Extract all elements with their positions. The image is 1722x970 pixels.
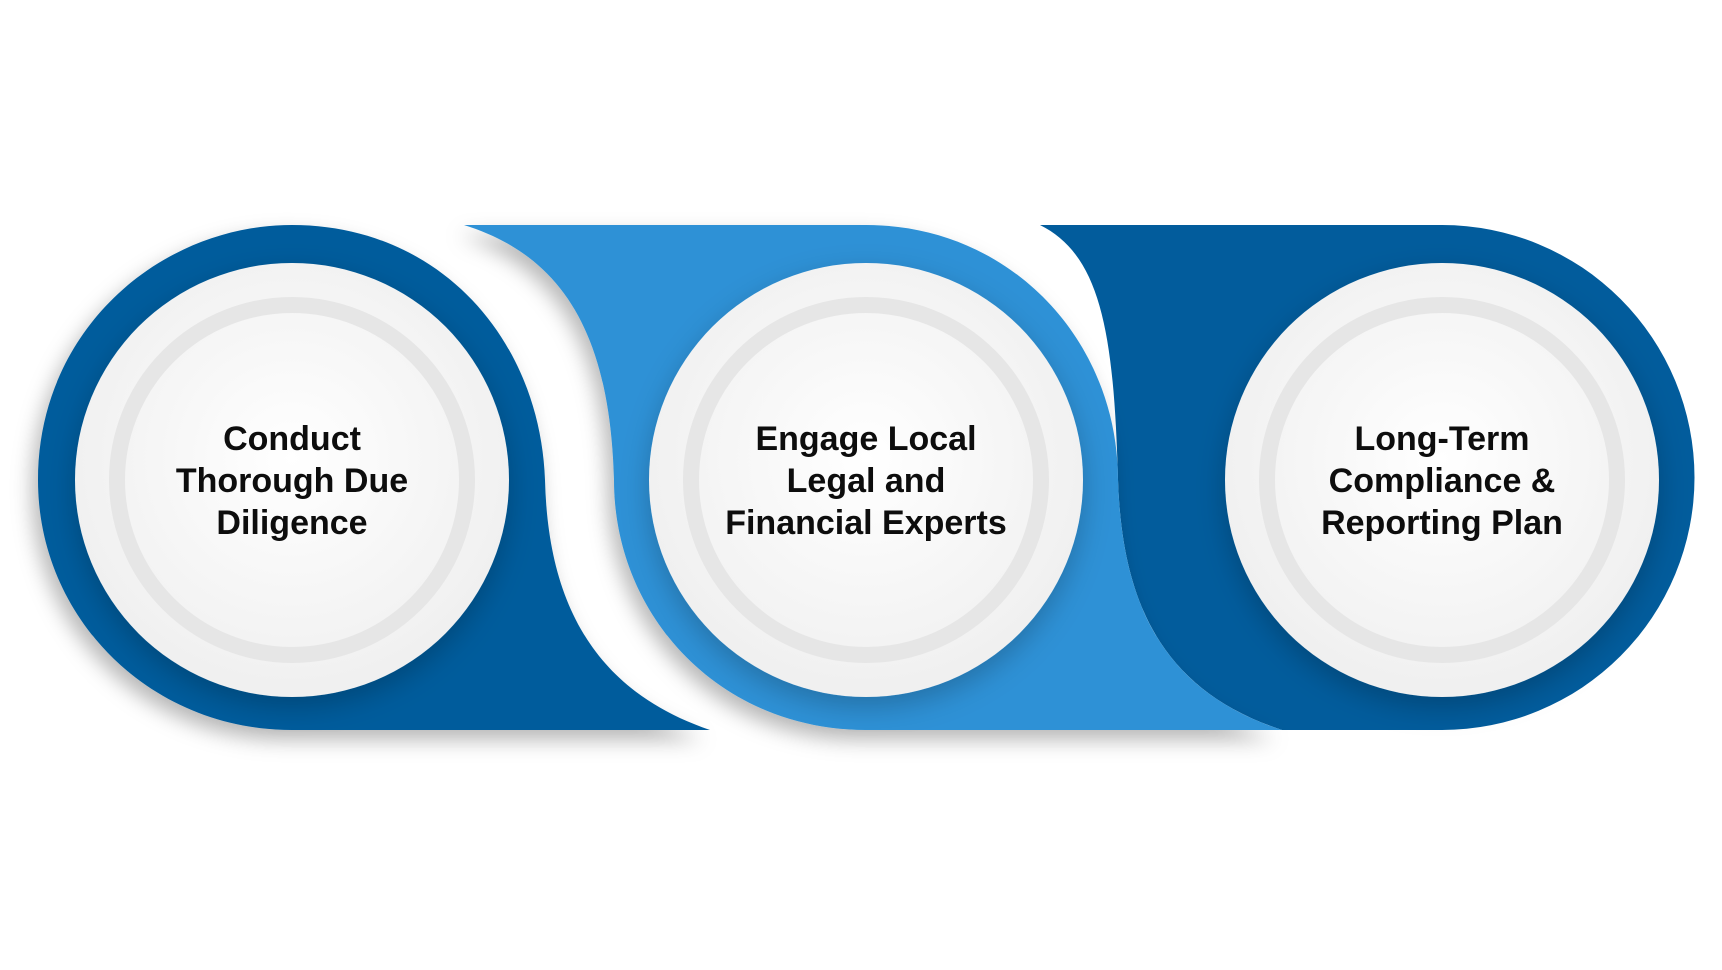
step-2-label-line: Legal and bbox=[786, 462, 946, 500]
step-1-circle bbox=[75, 263, 509, 697]
step-1-label-line: Diligence bbox=[216, 504, 368, 542]
step-1-label: Conduct Thorough Due Diligence bbox=[142, 418, 442, 544]
step-3-circle bbox=[1225, 263, 1659, 697]
step-3-label-line: Reporting Plan bbox=[1321, 504, 1563, 542]
step-2-circle bbox=[649, 263, 1083, 697]
step-3-label: Long-Term Compliance & Reporting Plan bbox=[1292, 418, 1592, 544]
step-2-label-line: Engage Local bbox=[755, 420, 977, 458]
step-2-label-line: Financial Experts bbox=[725, 504, 1007, 542]
step-3-label-line: Compliance & bbox=[1328, 462, 1556, 500]
step-2-label: Engage Local Legal and Financial Experts bbox=[716, 418, 1016, 544]
step-1-label-line: Thorough Due bbox=[175, 462, 409, 500]
step-1-label-line: Conduct bbox=[223, 420, 361, 458]
step-3-label-line: Long-Term bbox=[1354, 420, 1530, 458]
